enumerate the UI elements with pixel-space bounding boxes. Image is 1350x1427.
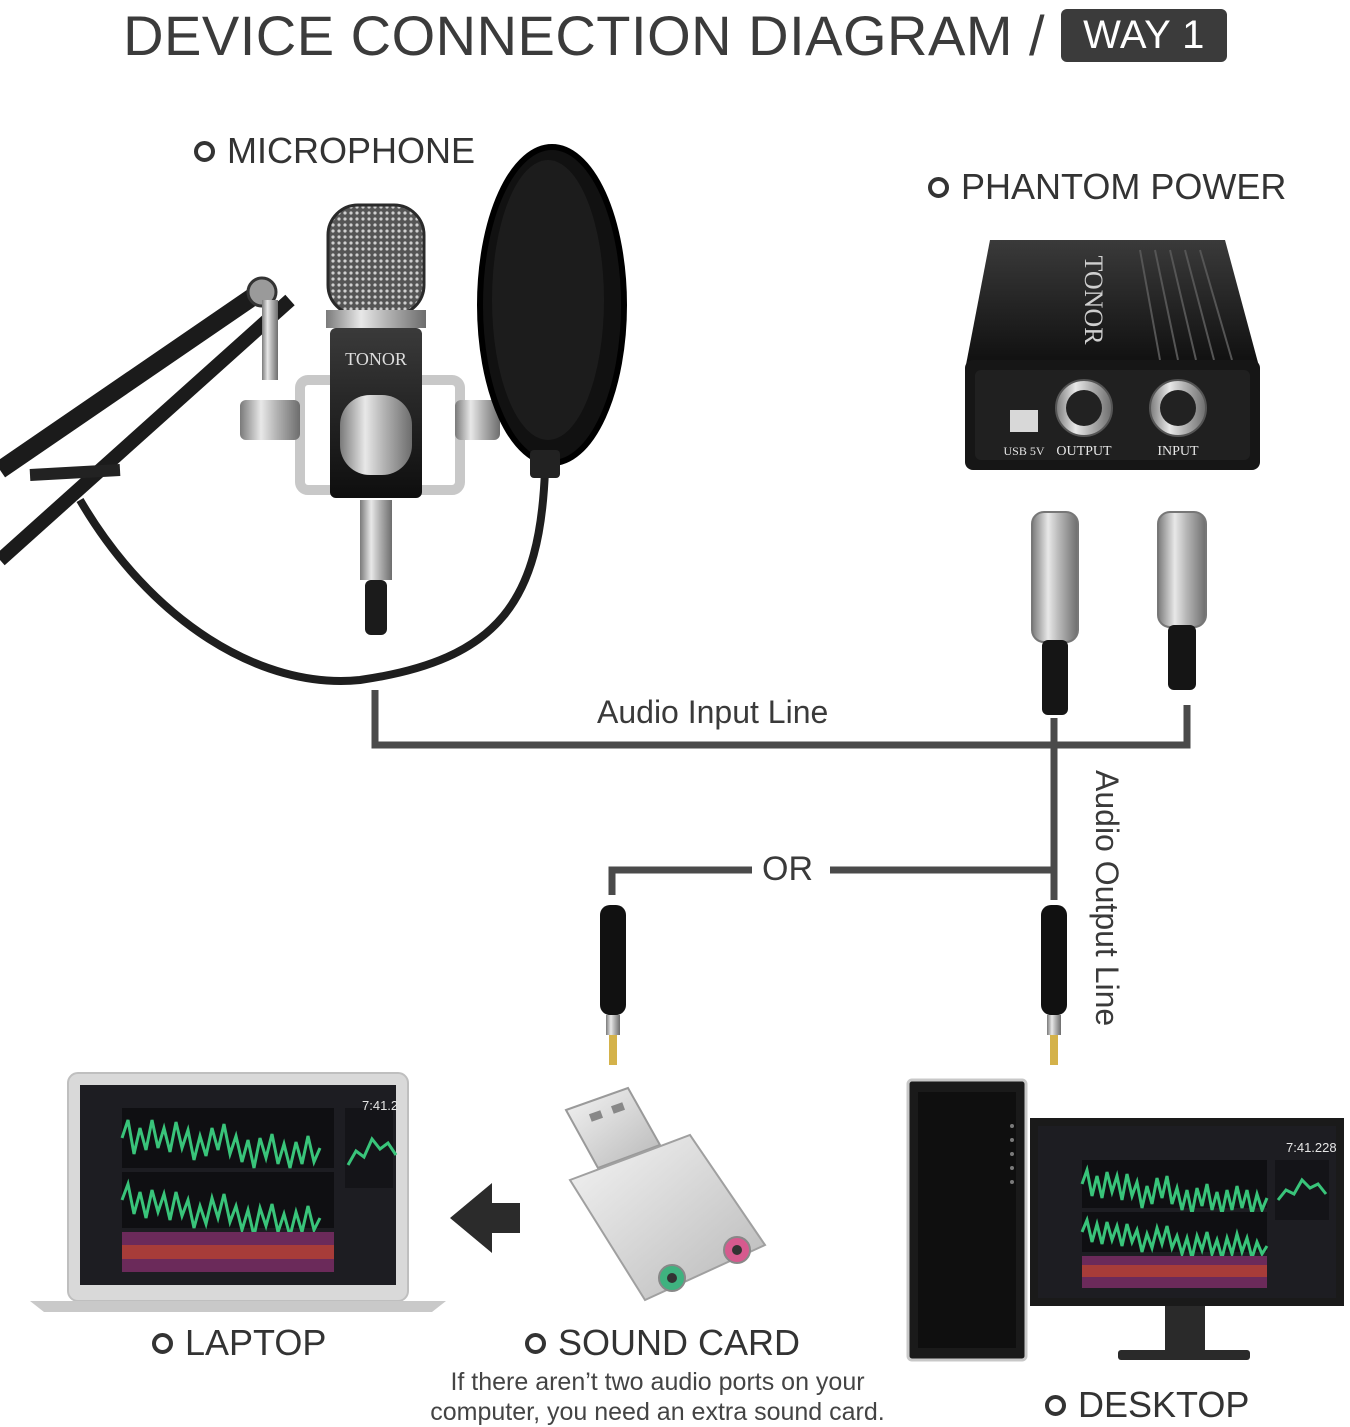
- ring-icon: [194, 140, 215, 162]
- output-label: OUTPUT: [1056, 444, 1112, 459]
- xlr-female-connector: [1031, 511, 1079, 715]
- phantom-power-label-text: PHANTOM POWER: [961, 166, 1287, 207]
- phantom-power-illustration: TONOR USB 5V OUTPUT INPUT: [965, 240, 1260, 470]
- ring-icon: [525, 1332, 546, 1354]
- laptop-label-text: LAPTOP: [185, 1322, 327, 1363]
- xlr-male-connector: [1157, 511, 1207, 690]
- desktop-label-text: DESKTOP: [1078, 1384, 1250, 1425]
- or-cable-left: [608, 866, 752, 895]
- desktop-illustration: 7:41.228: [906, 1078, 1344, 1362]
- sound-card-note-line1: If there aren’t two audio ports on your: [450, 1368, 865, 1396]
- ring-icon: [152, 1332, 173, 1354]
- laptop-screen-time: 7:41.2: [362, 1098, 398, 1113]
- laptop-label: LAPTOP: [152, 1322, 326, 1364]
- arrow-left-icon: [450, 1183, 520, 1253]
- phantom-brand-text: TONOR: [1079, 255, 1108, 345]
- audio-input-line-label: Audio Input Line: [597, 694, 829, 730]
- ring-icon: [928, 176, 949, 198]
- audio-input-cable: [371, 690, 1191, 749]
- input-label: INPUT: [1157, 444, 1199, 459]
- title-text: DEVICE CONNECTION DIAGRAM /: [123, 3, 1046, 67]
- phantom-power-label: PHANTOM POWER: [928, 166, 1286, 208]
- mic-brand-text: TONOR: [345, 349, 407, 369]
- sound-card-label-text: SOUND CARD: [558, 1322, 801, 1363]
- way-badge: WAY 1: [1061, 8, 1227, 62]
- desktop-label: DESKTOP: [1045, 1384, 1249, 1426]
- microphone-label-text: MICROPHONE: [227, 130, 476, 171]
- desktop-screen-time: 7:41.228: [1286, 1140, 1337, 1155]
- audio-output-line-label: Audio Output Line: [1089, 770, 1125, 1027]
- microphone-illustration: TONOR: [0, 144, 627, 685]
- cables: [371, 690, 1191, 900]
- diagram-title: DEVICE CONNECTION DIAGRAM / WAY 1: [0, 0, 1350, 70]
- sound-card-label: SOUND CARD: [525, 1322, 800, 1364]
- usb-port-icon: [1010, 410, 1038, 432]
- or-label: OR: [762, 850, 813, 888]
- microphone-label: MICROPHONE: [194, 130, 475, 172]
- usb-label: USB 5V: [1003, 444, 1044, 458]
- aux-jack-left: [600, 905, 626, 1065]
- sound-card-note: If there aren’t two audio ports on your …: [400, 1367, 915, 1427]
- sound-card-illustration: [564, 1086, 767, 1302]
- sound-card-note-line2: computer, you need an extra sound card.: [430, 1398, 885, 1426]
- aux-jack-right: [1041, 905, 1067, 1065]
- ring-icon: [1045, 1394, 1066, 1416]
- laptop-illustration: 7:41.2: [30, 1072, 446, 1312]
